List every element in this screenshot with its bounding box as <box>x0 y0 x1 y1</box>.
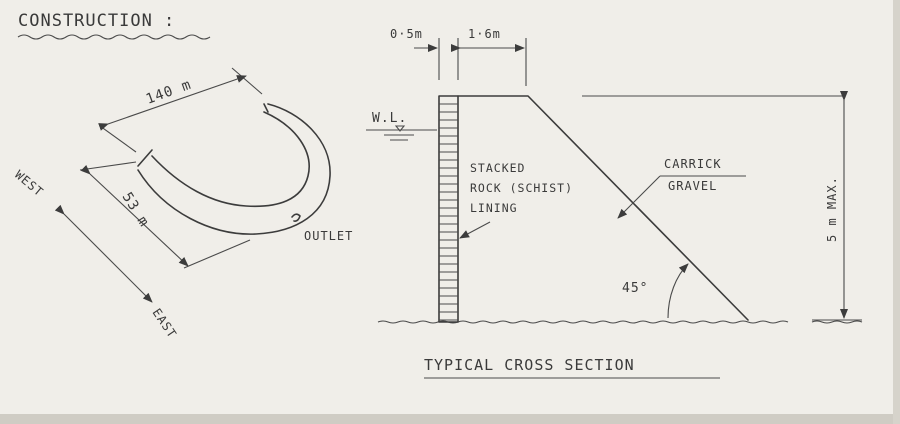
heading-underline <box>17 34 211 40</box>
length-dimension-line <box>98 75 247 131</box>
gravel-line-1: CARRICK <box>664 157 722 171</box>
lining-leader-arrow <box>459 221 491 239</box>
length-extension-left <box>99 125 137 153</box>
west-label: WEST <box>12 168 46 200</box>
east-label: EAST <box>150 306 180 341</box>
pond-west-end <box>137 149 153 167</box>
width-label: 53 m <box>119 190 153 230</box>
lining-line-3: LINING <box>470 201 518 215</box>
pond-north-end <box>263 103 269 113</box>
width-extension-top <box>79 161 137 171</box>
gravel-leader-arrow <box>617 175 661 219</box>
embankment-outline <box>457 95 749 321</box>
pond-inner-bank <box>151 111 310 208</box>
angle-label: 45° <box>622 281 648 296</box>
lining-line-2: ROCK (SCHIST) <box>470 181 573 195</box>
heading-text: CONSTRUCTION : <box>18 11 175 31</box>
length-extension-right <box>231 67 263 95</box>
height-label: 5 m MAX. <box>825 176 839 242</box>
gravel-line-2: GRAVEL <box>668 179 717 193</box>
section-caption: TYPICAL CROSS SECTION <box>424 356 635 374</box>
outlet-label: OUTLET <box>304 229 353 243</box>
lining-label: STACKED ROCK (SCHIST) LINING <box>470 161 581 215</box>
wall-width-label: 0·5m <box>390 27 423 41</box>
lining-line-1: STACKED <box>470 161 525 175</box>
crest-width-label: 1·6m <box>468 27 501 41</box>
width-extension-bottom <box>183 239 251 269</box>
water-level-triangle <box>394 125 406 132</box>
pond-outer-bank <box>137 103 331 235</box>
water-level-label: W.L. <box>372 111 407 126</box>
ground-line-right <box>811 320 863 324</box>
paper-bottom-edge <box>0 414 900 424</box>
west-east-arrow <box>54 204 153 303</box>
gravel-label: CARRICK GRAVEL <box>664 157 730 193</box>
rock-lining-wall <box>438 95 459 323</box>
paper-right-edge <box>893 0 900 424</box>
outlet-mark <box>291 213 301 222</box>
angle-arc <box>667 263 689 319</box>
rock-lining-courses <box>439 103 458 321</box>
